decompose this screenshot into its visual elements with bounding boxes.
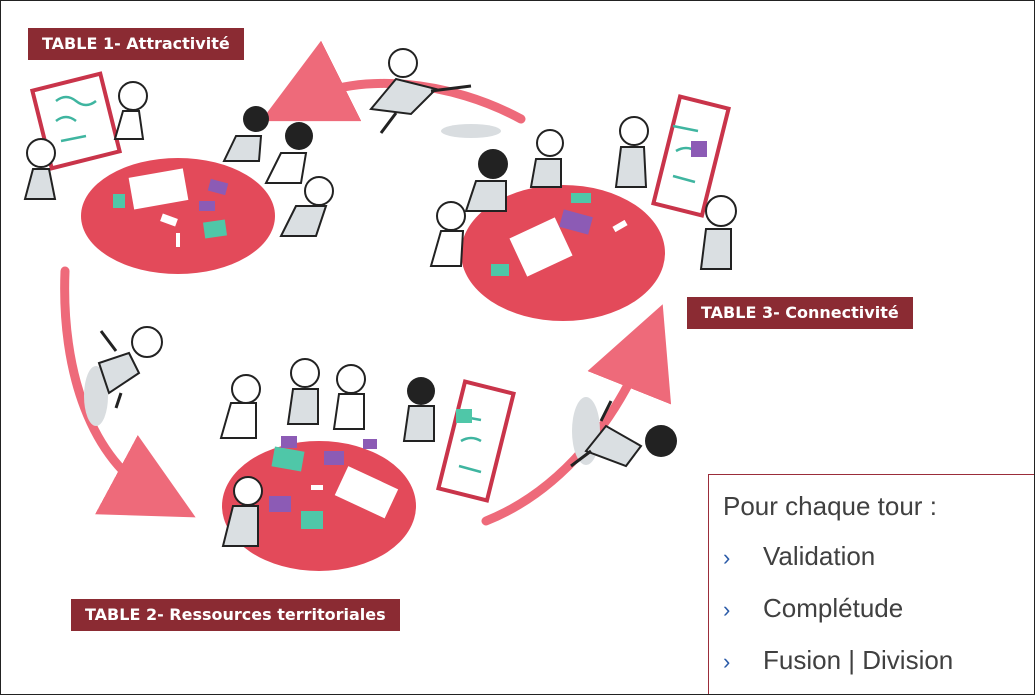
step-item: › Complétude bbox=[723, 593, 903, 629]
table-3-illustration bbox=[429, 94, 737, 321]
step-item-label: Complétude bbox=[763, 593, 904, 623]
table-2-label: TABLE 2- Ressources territoriales bbox=[71, 599, 400, 631]
table-1-label: TABLE 1- Attractivité bbox=[28, 28, 244, 60]
walking-person bbox=[97, 326, 163, 409]
chevron-right-icon: › bbox=[723, 597, 731, 622]
table-2-illustration bbox=[219, 358, 516, 571]
curved-arrow-icon bbox=[481, 304, 672, 526]
curved-arrow-icon bbox=[60, 266, 196, 518]
chevron-right-icon: › bbox=[723, 545, 731, 570]
walking-person bbox=[369, 48, 472, 134]
steps-box: Pour chaque tour : › Validation › Complétu… bbox=[708, 474, 1034, 694]
step-item-label: Fusion | Division bbox=[763, 645, 954, 675]
step-item-label: Validation bbox=[763, 541, 876, 571]
steps-title: Pour chaque tour : bbox=[723, 491, 937, 521]
reclining-person bbox=[570, 400, 677, 468]
chevron-right-icon: › bbox=[723, 649, 731, 674]
table-3-label: TABLE 3- Connectivité bbox=[687, 297, 913, 329]
step-item: › Validation bbox=[723, 541, 875, 577]
step-item: › Fusion | Division bbox=[723, 645, 953, 681]
table-1-illustration bbox=[23, 71, 334, 274]
